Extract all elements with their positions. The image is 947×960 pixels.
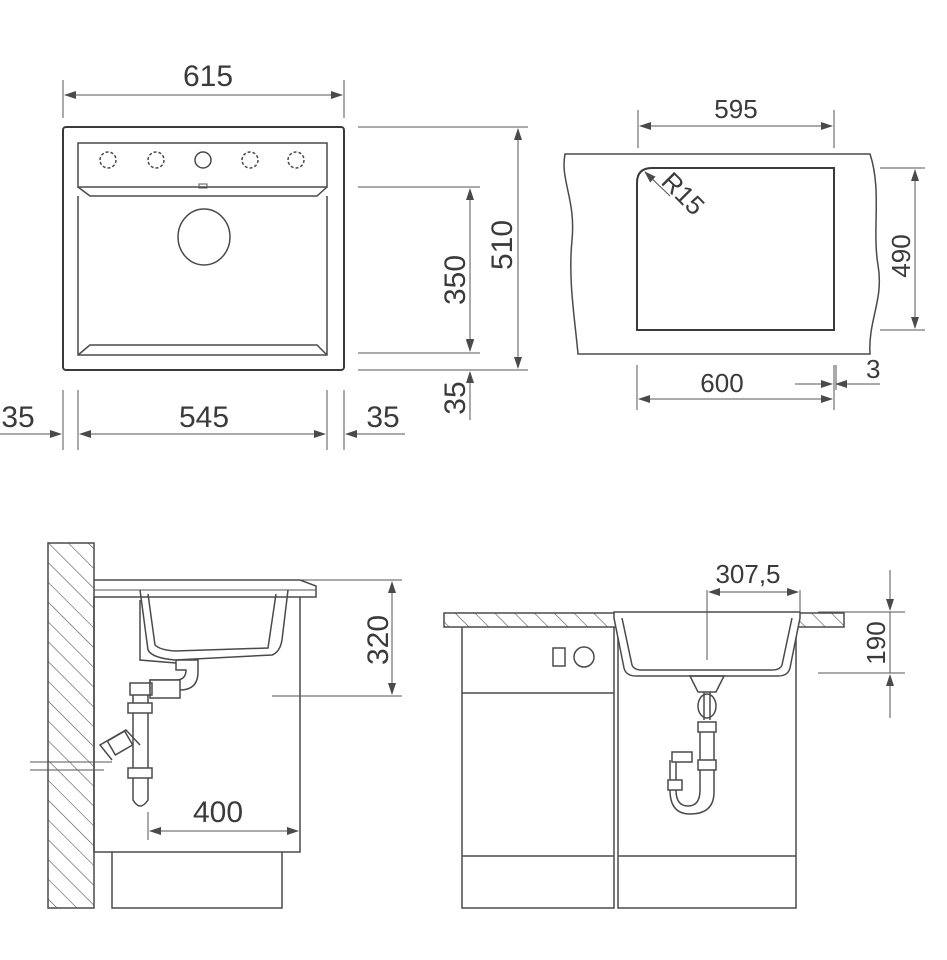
- wall-hatch: [47, 542, 95, 909]
- dim-350: 350: [439, 255, 472, 305]
- dim-190: 190: [861, 621, 891, 664]
- bowl-outline: [77, 196, 328, 356]
- dim-510: 510: [486, 220, 519, 270]
- dim-490: 490: [886, 234, 916, 277]
- countertop-outline: [563, 153, 881, 355]
- dim-615: 615: [183, 60, 233, 93]
- dim-320: 320: [362, 615, 395, 665]
- dim-595: 595: [714, 94, 757, 124]
- dishwasher-cabinet: [461, 627, 615, 909]
- dim-35-left: 35: [1, 401, 34, 434]
- dim-3: 3: [866, 354, 880, 384]
- cutout-outline: [636, 167, 835, 331]
- dim-545: 545: [179, 401, 229, 434]
- side-trap: [132, 695, 149, 807]
- dim-35-right: 35: [366, 401, 399, 434]
- sink-outline: [62, 126, 345, 371]
- front-trap: [669, 732, 715, 815]
- front-view: 307,5 190: [443, 559, 905, 909]
- control-knob-icon: [573, 646, 595, 668]
- tap-holes: [99, 151, 305, 169]
- dim-r15: R15: [656, 166, 711, 221]
- side-countertop: [94, 579, 317, 598]
- top-view: 615 510 350 35 35 545 35: [0, 60, 528, 450]
- front-drain: [688, 675, 726, 693]
- side-cabinet: [93, 597, 301, 853]
- side-view: 320 400: [30, 542, 402, 909]
- dim-600: 600: [700, 368, 743, 398]
- dim-307-5: 307,5: [715, 559, 780, 589]
- side-bowl: [139, 589, 289, 661]
- tap-ledge: [77, 142, 328, 188]
- sink-cabinet: [617, 627, 797, 909]
- drain-icon: [177, 208, 231, 266]
- dim-400: 400: [193, 796, 243, 829]
- control-button-icon: [552, 647, 566, 667]
- cutout-view: R15 595 490 600 3: [563, 94, 925, 410]
- dim-35-vertical: 35: [439, 381, 472, 414]
